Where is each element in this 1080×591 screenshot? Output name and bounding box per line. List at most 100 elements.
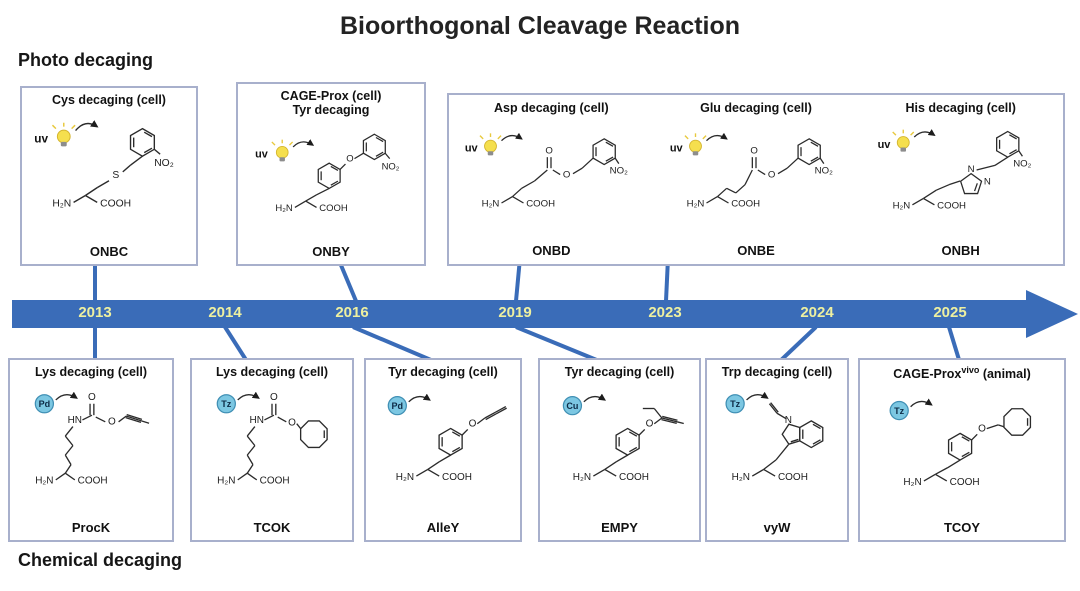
atom-label-amine: H₂N: [892, 201, 910, 212]
atom-label-amine: H₂N: [275, 203, 293, 214]
compound-box-onbc: Cys decaging (cell) uv NO₂ S H₂N COOH ON…: [20, 86, 198, 266]
atom-label-acid: COOH: [100, 199, 131, 210]
atom-label-ester: O: [288, 418, 296, 429]
reaction-arrow-icon: [75, 120, 99, 132]
figure-title: Bioorthogonal Cleavage Reaction: [339, 12, 741, 40]
atom-label-sulfur: S: [112, 170, 119, 181]
catalyst-badge-tz: Tz: [725, 394, 745, 414]
atom-label-acid: COOH: [78, 476, 108, 487]
atom-label-acid: COOH: [778, 472, 808, 483]
atom-label-nitro: NO₂: [610, 166, 628, 177]
compound-name: ONBC: [89, 244, 129, 259]
compound-panel-onbe: Glu decaging (cell) uv O O NO₂ H₂N COOH: [654, 95, 859, 264]
chemical-section-label: Chemical decaging: [18, 550, 183, 570]
year-2016: 2016: [335, 304, 369, 321]
benzene-ring: [947, 432, 973, 461]
uv-label: uv: [255, 148, 268, 160]
compound-name: ONBH: [941, 243, 980, 258]
atom-label-n2: N: [984, 177, 991, 188]
benzene-ring: [129, 128, 156, 158]
compound-title: CAGE-Proxvivo (animal): [893, 365, 1031, 382]
lightbulb-icon: [684, 133, 707, 157]
compound-title: Tyr decaging (cell): [388, 365, 498, 379]
atom-label-acid: COOH: [937, 201, 966, 212]
cyclooctene-ring: [1003, 407, 1032, 436]
benzene-ring: [592, 138, 617, 166]
catalyst-badge-pd: Pd: [34, 394, 55, 414]
atom-label-nitro: NO₂: [154, 158, 173, 169]
structure-empy: Cu O H₂N COOH: [562, 394, 684, 483]
benzene-ring: [799, 420, 824, 449]
atom-label-n1: N: [967, 164, 974, 175]
compound-name: ONBY: [312, 244, 350, 259]
compound-title: Glu decaging (cell): [700, 101, 812, 115]
structure-alley: Pd O H₂N COOH: [387, 394, 507, 483]
reaction-arrow-icon: [292, 138, 315, 148]
compound-box-prock: Lys decaging (cell) Pd HN O O H₂N: [8, 358, 174, 542]
uv-label: uv: [465, 143, 479, 155]
compound-box-alley: Tyr decaging (cell) Pd O H₂N COOH AlleY: [364, 358, 522, 542]
compound-panel-onbd: Asp decaging (cell) uv O O NO₂ H₂N COOH: [449, 95, 654, 264]
compound-name: vyW: [763, 520, 791, 535]
atom-label-ester: O: [108, 417, 116, 428]
catalyst-badge-tz: Tz: [889, 400, 909, 420]
atom-label-acid: COOH: [527, 199, 556, 210]
atom-label-amine: H₂N: [903, 476, 921, 487]
atom-label-acid: COOH: [442, 472, 472, 483]
compound-title: CAGE-Prox (cell) Tyr decaging: [281, 89, 382, 118]
timeline-arrow-head: [1026, 290, 1078, 338]
atom-label-acid: COOH: [619, 472, 649, 483]
compound-title: Lys decaging (cell): [215, 365, 329, 379]
atom-label-amine: H₂N: [217, 476, 235, 487]
catalyst-badge-pd: Pd: [387, 396, 407, 416]
pyrrole-ring: [781, 423, 801, 446]
connector-tcoy-2025: [947, 326, 962, 364]
compound-title-sup: vivo: [961, 365, 980, 375]
reaction-arrow-icon: [910, 398, 933, 407]
atom-label-nitro: NO₂: [815, 166, 833, 177]
compound-title: Tyr decaging (cell): [564, 365, 675, 379]
connector-vyw-2024: [776, 325, 818, 365]
reaction-arrow-icon: [501, 133, 524, 142]
atom-label-ester: O: [768, 170, 776, 181]
compound-box-tcoy: CAGE-Proxvivo (animal) Tz O H₂N COOH TCO…: [858, 358, 1066, 542]
compound-box-tcok: Lys decaging (cell) Tz HN O O H₂N: [190, 358, 354, 542]
catalyst-label: Pd: [392, 401, 404, 411]
structure-tcok: Tz HN O O H₂N COOH: [216, 392, 328, 487]
cyclooctene-ring: [299, 420, 328, 449]
structure-onby: uv O NO₂ H₂N COOH: [255, 133, 400, 214]
compound-name: TCOK: [253, 520, 291, 535]
compound-box-vyw: Trp decaging (cell) Tz N H₂N COOH vyW: [705, 358, 849, 542]
connector-tcok-2014: [223, 325, 250, 365]
atom-label-ether: O: [645, 419, 653, 430]
connector-alley-2016: [352, 325, 439, 365]
reaction-arrow-icon: [582, 394, 606, 403]
reaction-arrow-icon: [746, 392, 769, 401]
atom-label-nitro: NO₂: [382, 161, 400, 172]
compound-name: ONBD: [532, 243, 571, 258]
compound-title-pre: CAGE-Prox: [893, 367, 962, 382]
year-2013: 2013: [78, 304, 112, 321]
atom-label-amine: H₂N: [35, 476, 53, 487]
atom-label-acid: COOH: [731, 199, 760, 210]
benzene-ring: [317, 162, 341, 189]
atom-label-amine: H₂N: [52, 199, 71, 210]
timeline-arrow-body: [12, 300, 1026, 328]
atom-label-amine: H₂N: [396, 472, 414, 483]
compound-name: TCOY: [943, 520, 981, 535]
compound-title: Cys decaging (cell): [52, 93, 166, 107]
compound-title-post: (animal): [979, 367, 1031, 382]
benzene-ring: [438, 428, 463, 457]
year-2014: 2014: [208, 304, 242, 321]
compound-title-line1: CAGE-Prox (cell): [280, 89, 382, 103]
atom-label-carbonyl: O: [88, 392, 96, 403]
uv-label: uv: [877, 139, 891, 151]
lightbulb-icon: [51, 122, 76, 148]
atom-label-n: N: [785, 415, 792, 426]
atom-label-ether: O: [978, 423, 986, 434]
atom-label-amine: H₂N: [687, 199, 705, 210]
catalyst-badge-tz: Tz: [216, 394, 236, 414]
lightbulb-icon: [891, 129, 915, 153]
atom-label-acid: COOH: [260, 476, 290, 487]
